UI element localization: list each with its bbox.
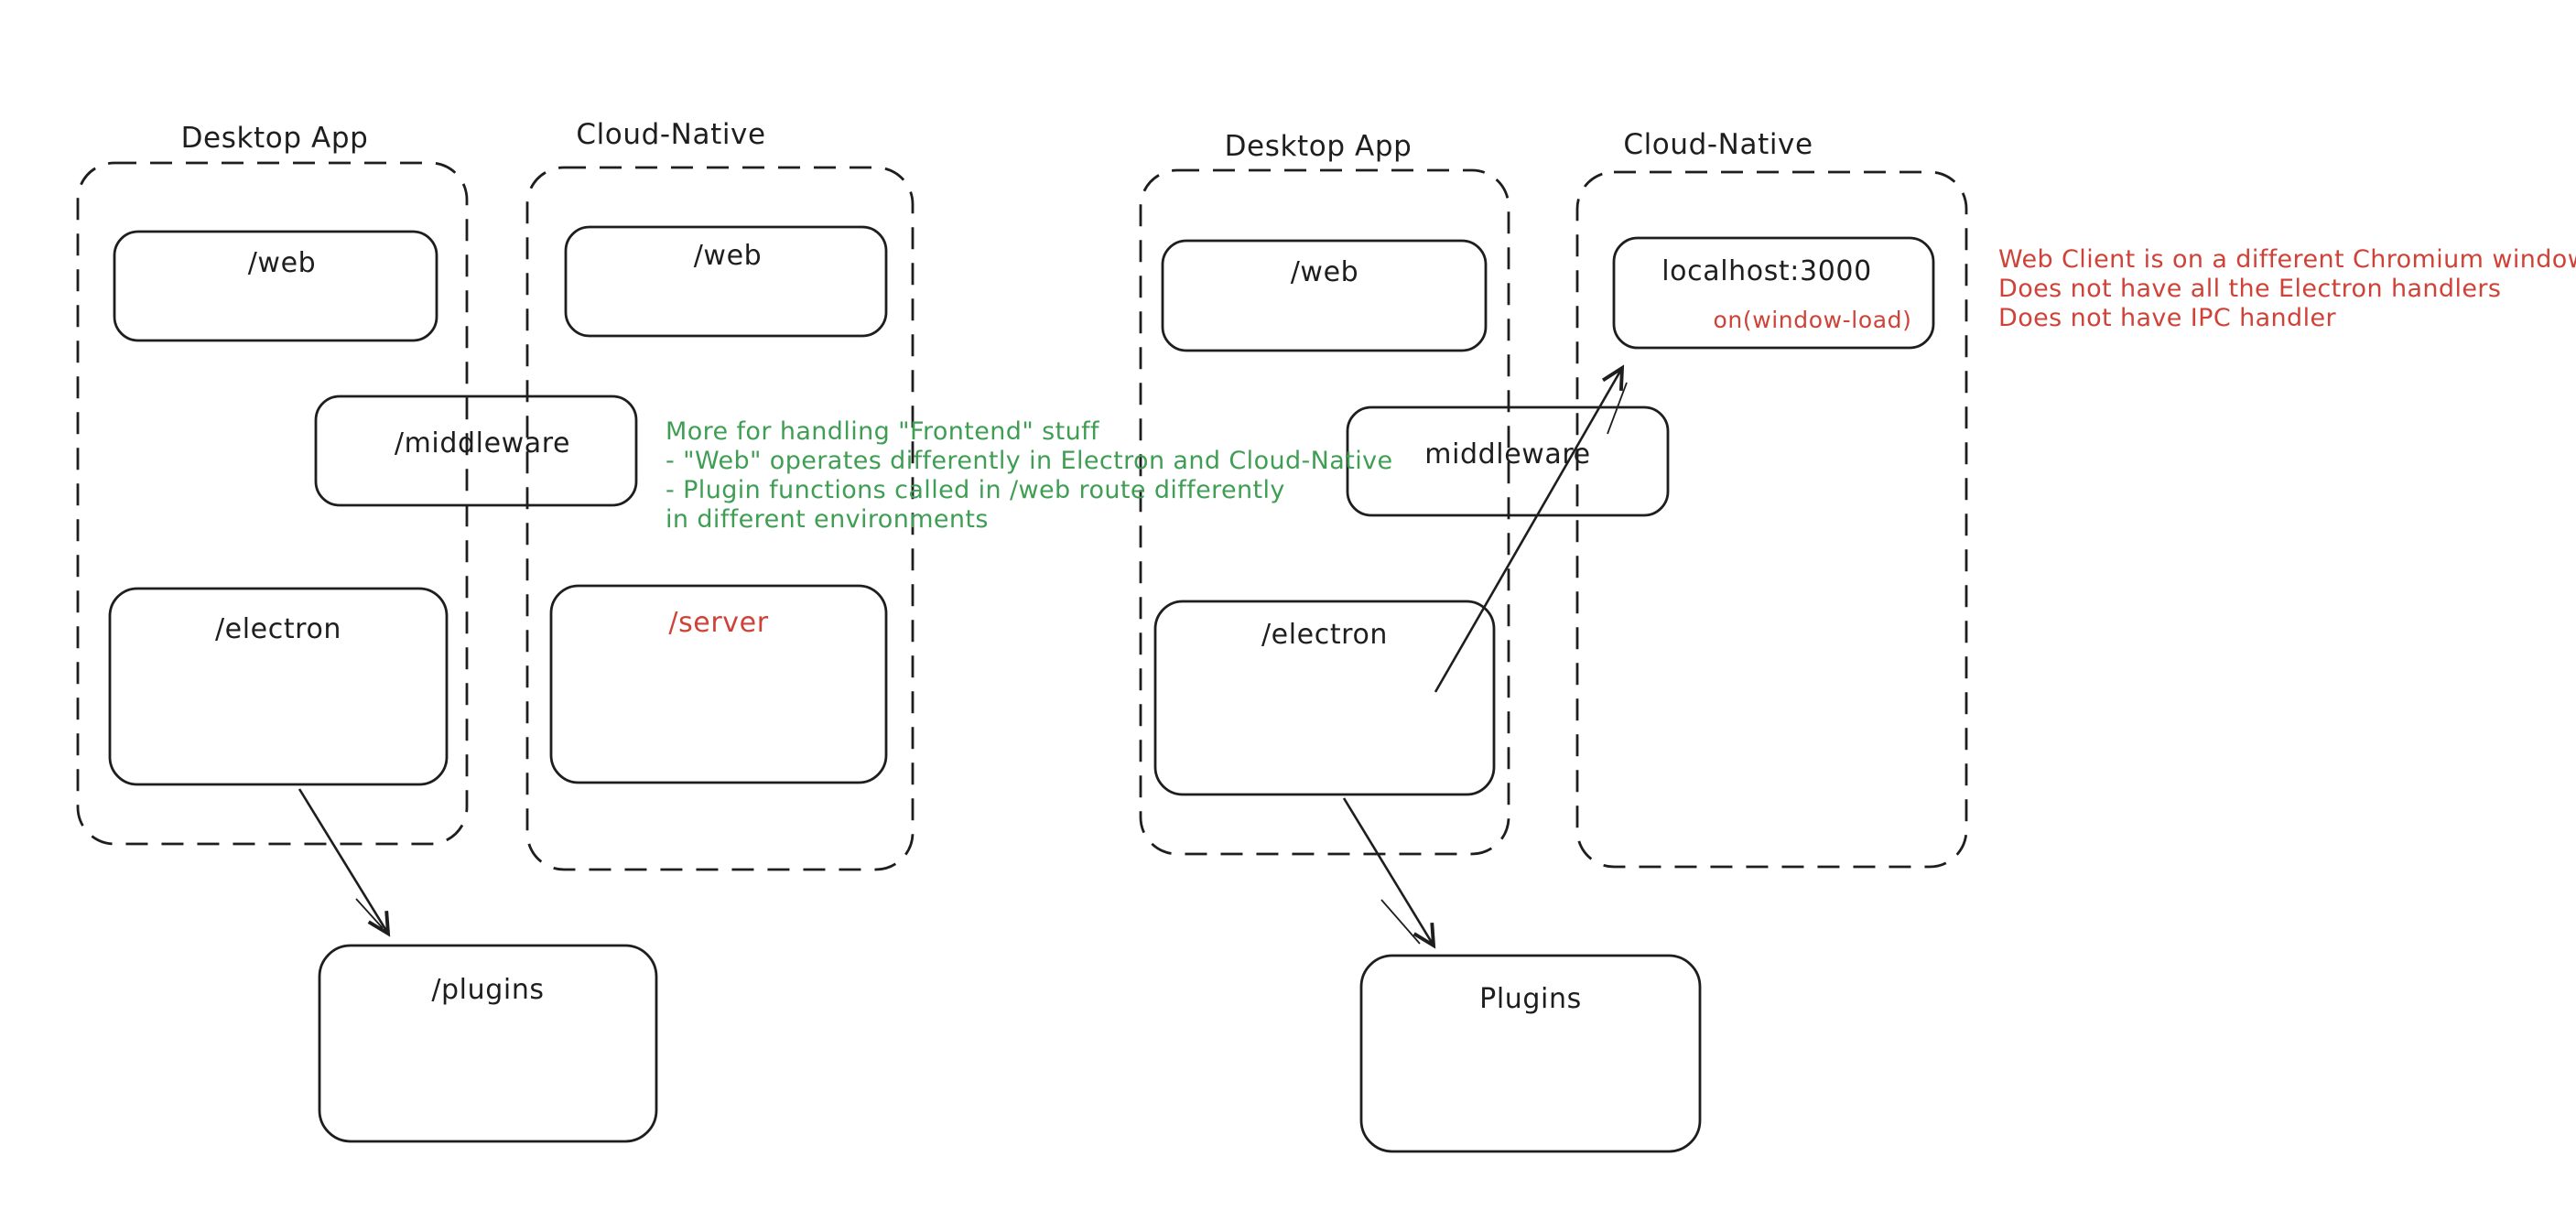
left-web-box [113,230,438,342]
annotation-line: Does not have IPC handler [1998,304,2337,332]
right-desktop-app-label: Desktop App [1224,130,1412,163]
right-cloud-native-label: Cloud-Native [1623,128,1813,161]
left-cloud-web-label: /web [693,240,763,272]
arrow-electron-to-plugins-right [1342,797,1434,946]
left-electron-label: /electron [214,613,342,645]
left-green-annotation: More for handling "Frontend" stuff - "We… [666,417,1393,535]
right-middleware-box [1346,405,1670,517]
right-electron-label: /electron [1261,619,1389,651]
left-server-box [549,584,888,784]
arrow-electron-to-localhost [1434,368,1622,693]
arrow-sketch-stroke-up [1607,382,1628,435]
right-web-label: /web [1290,256,1359,288]
left-web-label: /web [247,247,317,279]
left-electron-box [108,587,449,786]
annotation-line: - Plugin functions called in /web route … [666,476,1285,504]
right-web-box [1161,239,1488,352]
arrow-sketch-stroke-down [1380,899,1421,945]
left-plugins-box [318,944,658,1143]
left-cloud-native-label: Cloud-Native [576,118,766,151]
annotation-line: - "Web" operates differently in Electron… [666,447,1393,475]
left-desktop-container [76,161,469,846]
right-cloud-container [1575,170,1968,869]
left-desktop-app-label: Desktop App [180,122,369,155]
right-localhost-box [1612,236,1935,350]
left-middleware-label: /middleware [394,427,571,459]
right-red-annotation: Web Client is on a different Chromium wi… [1998,245,2576,333]
left-server-label: /server [668,607,769,639]
annotation-line: in different environments [666,505,989,534]
right-plugins-box [1359,954,1702,1153]
arrow-electron-to-plugins-left [298,788,388,934]
right-middleware-label: middleware [1424,438,1591,470]
annotation-line: More for handling "Frontend" stuff [666,417,1099,446]
arrow-sketch-stroke-left [355,898,384,929]
right-window-load-label: on(window-load) [1713,307,1912,333]
right-desktop-container [1139,168,1510,856]
right-localhost-label: localhost:3000 [1661,255,1872,287]
annotation-line: Does not have all the Electron handlers [1998,275,2502,303]
left-middleware-box [314,394,638,507]
left-cloud-web-box [564,225,888,338]
annotation-line: Web Client is on a different Chromium wi… [1998,245,2576,274]
left-plugins-label: /plugins [431,974,545,1006]
right-electron-box [1153,600,1496,796]
left-cloud-container [525,166,915,871]
right-plugins-label: Plugins [1479,983,1582,1015]
